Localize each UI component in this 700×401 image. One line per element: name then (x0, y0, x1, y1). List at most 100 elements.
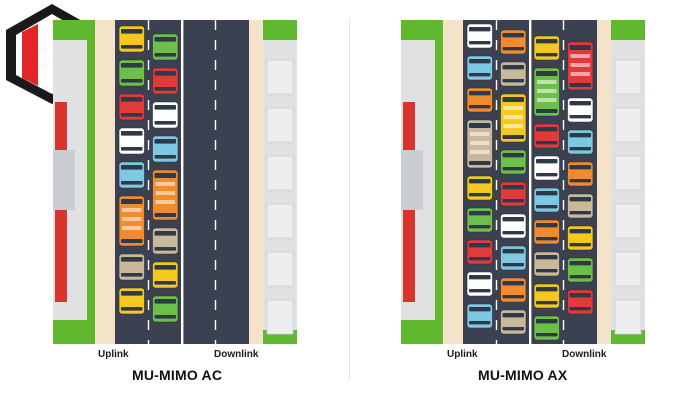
car (500, 29, 527, 55)
right-sidewalk (249, 20, 263, 344)
roof-stripe (470, 132, 490, 136)
car (152, 227, 179, 255)
rear-window (121, 239, 143, 243)
windshield (536, 39, 558, 44)
rear-window (502, 231, 524, 235)
windshield (502, 33, 524, 38)
rear-window (569, 147, 591, 151)
bus (466, 119, 493, 169)
windshield (154, 299, 176, 304)
car (118, 253, 145, 281)
rear-window (121, 307, 143, 311)
rear-window (121, 113, 143, 117)
rear-window (569, 307, 591, 311)
downlink-label-ac: Downlink (214, 349, 259, 360)
windshield (502, 65, 524, 70)
windshield (569, 133, 591, 138)
rear-window (536, 141, 558, 145)
windshield (121, 63, 143, 68)
windshield (569, 45, 591, 50)
car (500, 245, 527, 271)
rear-window (154, 213, 176, 217)
rear-window (121, 79, 143, 83)
building-window-block (614, 107, 642, 143)
car (533, 35, 560, 61)
car (567, 225, 594, 251)
windshield (569, 261, 591, 266)
rear-window (469, 257, 491, 261)
car (533, 315, 560, 341)
car (533, 155, 560, 181)
building-window-block (266, 107, 294, 143)
roof-stripe (537, 98, 557, 102)
roof-stripe (122, 226, 142, 230)
rear-window (536, 205, 558, 209)
rear-window (154, 247, 176, 251)
building-window-block (614, 155, 642, 191)
car (152, 135, 179, 163)
windshield (469, 123, 491, 128)
rear-window (469, 321, 491, 325)
car (533, 251, 560, 277)
rear-window (154, 121, 176, 125)
windshield (121, 97, 143, 102)
windshield (502, 249, 524, 254)
uplink-label-ac: Uplink (98, 349, 129, 360)
rear-window (121, 147, 143, 151)
car (567, 193, 594, 219)
rear-window (154, 87, 176, 91)
rear-window (569, 211, 591, 215)
left-annex (53, 150, 75, 210)
building-window-block (266, 251, 294, 287)
rear-window (536, 333, 558, 337)
panel-title-ac: MU-MIMO AC (132, 367, 223, 383)
windshield (154, 139, 176, 144)
car (466, 55, 493, 81)
bus (500, 93, 527, 143)
roof-stripe (122, 217, 142, 221)
car (152, 101, 179, 129)
rear-window (569, 179, 591, 183)
rear-window (569, 243, 591, 247)
building-window-block (266, 299, 294, 335)
windshield (154, 173, 176, 178)
windshield (502, 153, 524, 158)
car (466, 271, 493, 297)
windshield (502, 97, 524, 102)
bus (533, 67, 560, 117)
rear-window (469, 289, 491, 293)
car (500, 309, 527, 335)
building-window-block (614, 299, 642, 335)
rear-window (536, 269, 558, 273)
car (500, 181, 527, 207)
windshield (154, 265, 176, 270)
rear-window (502, 135, 524, 139)
car (533, 123, 560, 149)
rear-window (536, 53, 558, 57)
bus (152, 169, 179, 221)
roof-stripe (503, 115, 523, 119)
road-illustration-ac (53, 20, 297, 344)
windshield (154, 71, 176, 76)
windshield (469, 243, 491, 248)
rear-window (154, 315, 176, 319)
windshield (502, 281, 524, 286)
car (533, 219, 560, 245)
car (500, 277, 527, 303)
building-window-block (614, 59, 642, 95)
windshield (536, 319, 558, 324)
roof-stripe (155, 200, 175, 204)
car (118, 161, 145, 189)
car (466, 175, 493, 201)
windshield (536, 159, 558, 164)
downlink-label-ax: Downlink (562, 349, 607, 360)
windshield (154, 231, 176, 236)
roof-stripe (503, 106, 523, 110)
windshield (121, 29, 143, 34)
windshield (469, 211, 491, 216)
windshield (469, 27, 491, 32)
roof-stripe (155, 191, 175, 195)
windshield (569, 293, 591, 298)
windshield (469, 59, 491, 64)
center-divider (529, 20, 532, 344)
